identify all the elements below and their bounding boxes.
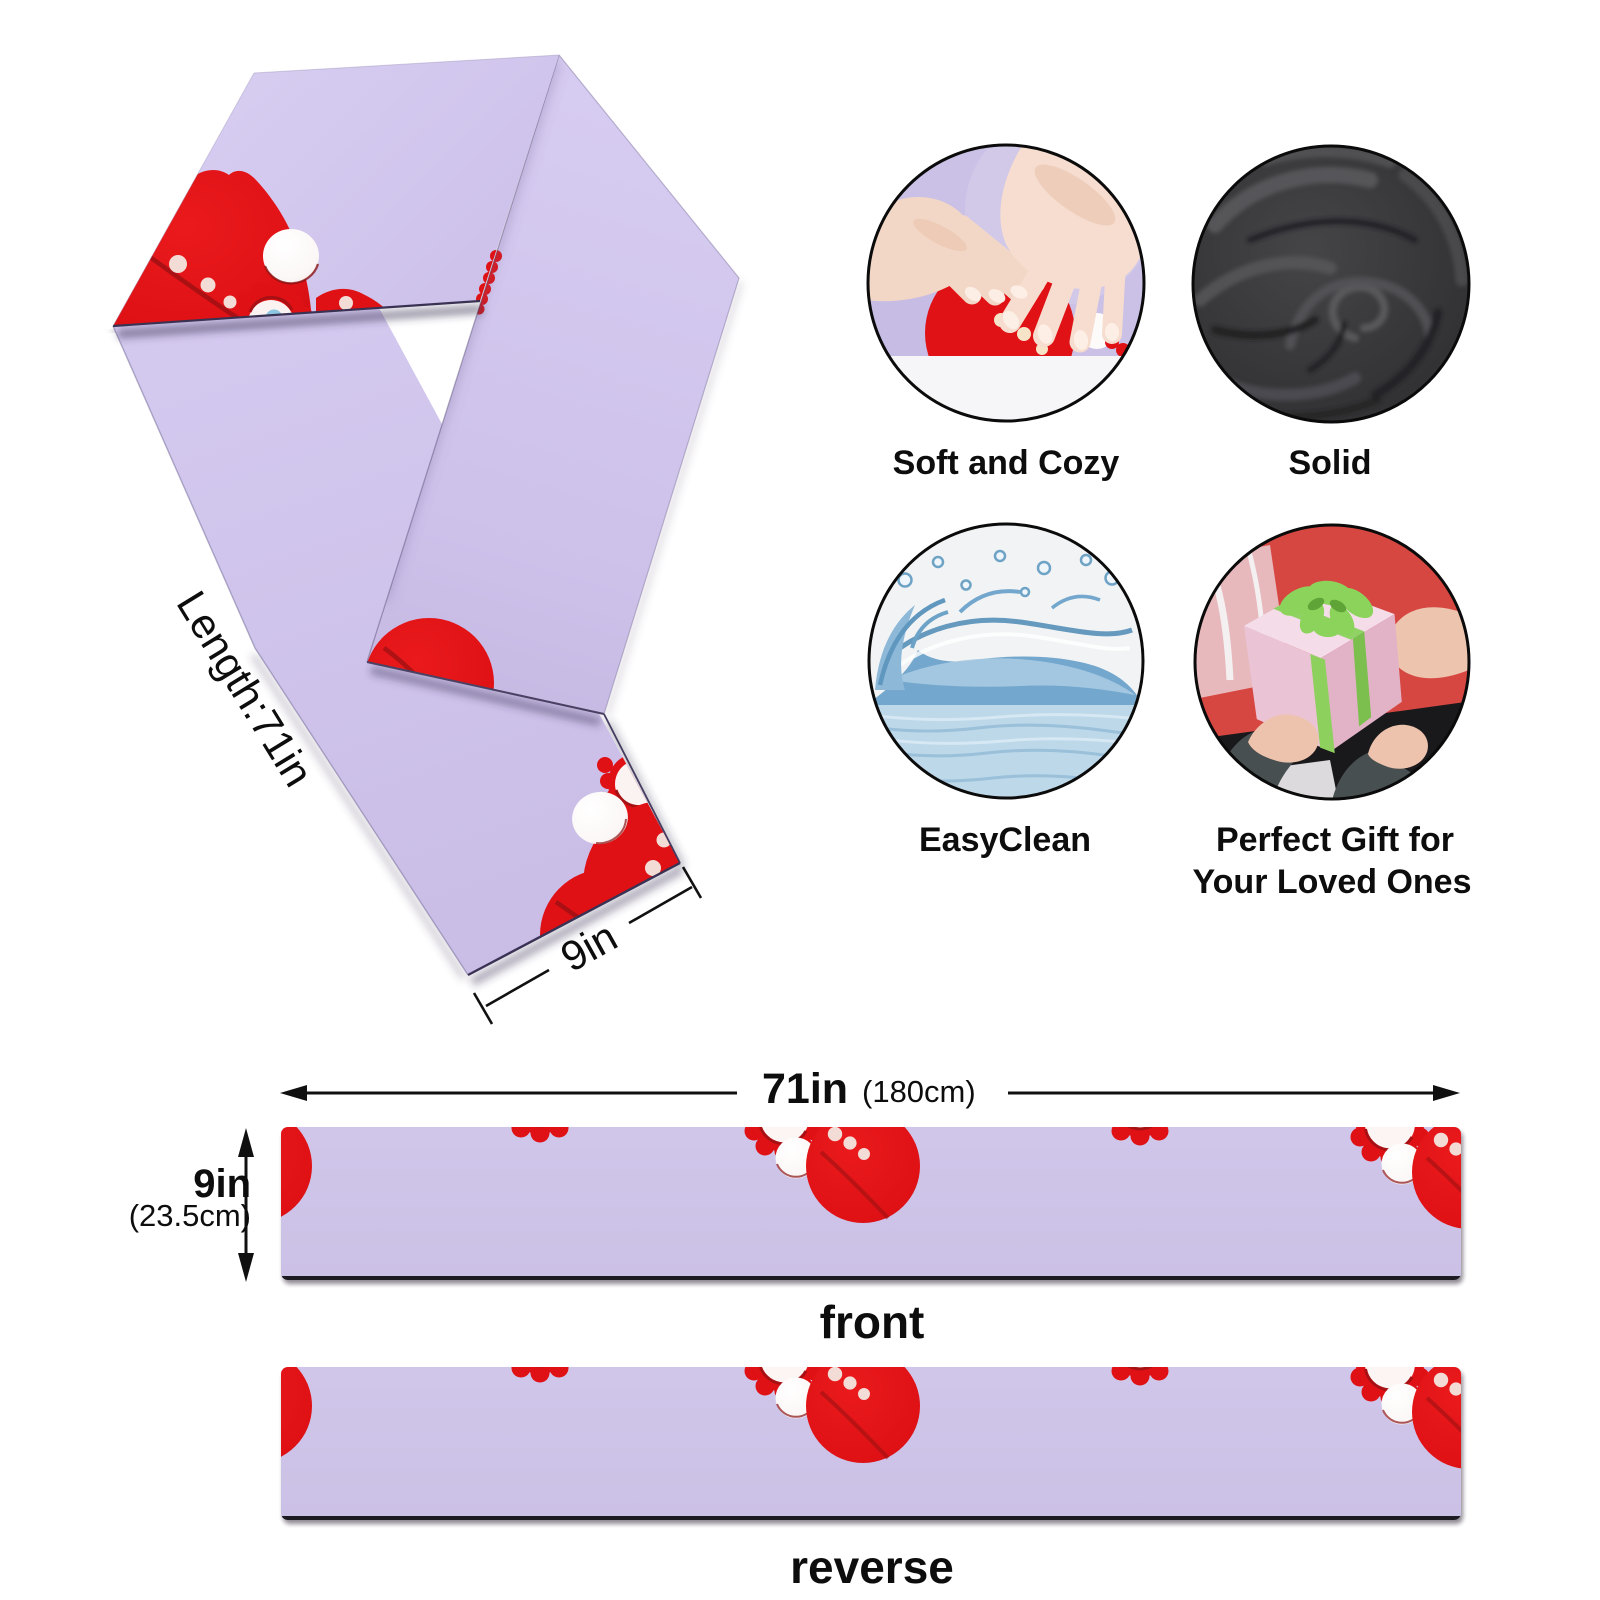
svg-text:Perfect Gift for: Perfect Gift for bbox=[1216, 821, 1454, 859]
svg-text:Your Loved Ones: Your Loved Ones bbox=[1193, 863, 1472, 901]
svg-text:71in: 71in bbox=[762, 1065, 848, 1113]
svg-text:Soft and Cozy: Soft and Cozy bbox=[893, 444, 1120, 482]
svg-text:reverse: reverse bbox=[790, 1541, 954, 1593]
svg-text:Solid: Solid bbox=[1288, 444, 1371, 482]
svg-text:(180cm): (180cm) bbox=[862, 1074, 976, 1109]
svg-text:9in: 9in bbox=[193, 1162, 251, 1206]
svg-text:(23.5cm): (23.5cm) bbox=[129, 1198, 251, 1233]
svg-text:EasyClean: EasyClean bbox=[919, 821, 1091, 859]
svg-text:front: front bbox=[820, 1296, 925, 1348]
